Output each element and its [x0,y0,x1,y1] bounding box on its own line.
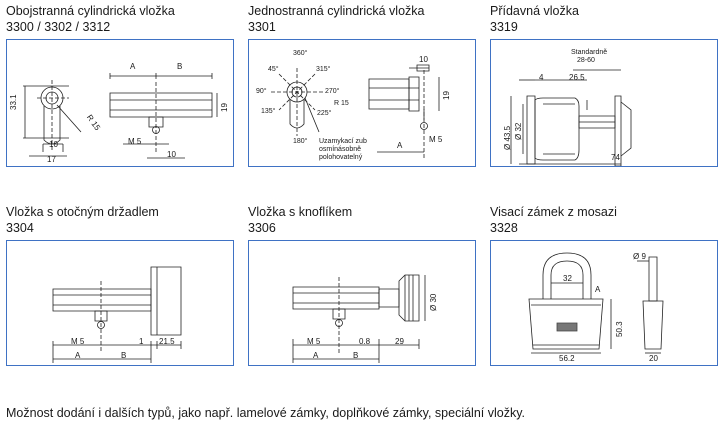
dim-side-height: 19 [220,103,229,112]
angle-45: 45° [268,66,279,73]
dim-a: A [130,62,136,71]
product-title: Obojstranná cylindrická vložka [6,4,175,18]
cylinder-drawing [249,40,476,167]
dim-range: 28-60 [577,57,595,64]
dim-handle: 21.5 [159,337,175,346]
dim-inner-diameter: Ø 32 [514,122,523,140]
dim-offset: 10 [167,150,176,159]
product-title: Vložka s otočným držadlem [6,205,159,219]
product-code: 3306 [248,221,276,235]
dim-diameter: Ø 30 [429,293,438,311]
angle-135: 135° [261,108,276,115]
dim-a: A [313,351,319,360]
dim-gap: 0.8 [359,337,371,346]
dim-a: A [397,141,403,150]
footer-note: Možnost dodání i dalších typů, jako např… [6,406,525,420]
angle-180: 180° [293,138,308,145]
dim-outer-diameter: Ø 43.5 [503,125,512,150]
dim-gap: 1 [139,337,144,346]
dim-body-width: 56.2 [559,354,575,363]
drawing-panel: Standardně 28-60 4 26.5 Ø 43.5 Ø 32 74 [490,39,718,167]
dim-shackle-width: 32 [563,274,572,283]
drawing-panel: 32 A 50.3 56.2 Ø 9 20 [490,240,718,366]
dim-flange: 4 [539,73,544,82]
product-title: Vložka s knoflíkem [248,205,353,219]
dim-body: 26.5 [569,73,585,82]
angle-315: 315° [316,66,331,73]
cylinder-drawing [249,241,476,366]
dim-width-top: 10 [49,140,58,149]
dim-width-bottom: 17 [47,155,56,164]
cylinder-drawing [7,40,234,167]
note-line-1: Uzamykací zub [319,138,367,145]
cylinder-drawing [7,241,234,366]
note-line-3: polohovatelný [319,154,363,161]
dim-thread: M 5 [128,137,142,146]
dim-shackle-diameter: Ø 9 [633,252,646,261]
dim-length: 74 [611,153,620,162]
product-code: 3300 / 3302 / 3312 [6,20,111,34]
dim-standard: Standardně [571,49,608,56]
product-code: 3301 [248,20,276,34]
product-code: 3328 [490,221,518,235]
angle-270: 270° [325,88,340,95]
dim-body-height: 50.3 [615,321,624,337]
dim-b: B [353,351,359,360]
angle-90: 90° [256,88,267,95]
drawing-panel: A B 33.1 R 15 10 17 M 5 10 19 [6,39,234,167]
cylinder-drawing [491,40,718,167]
drawing-panel: M 5 0.8 29 Ø 30 A B [248,240,476,366]
dim-width: 10 [419,55,428,64]
dim-height: 33.1 [9,94,18,110]
drawing-panel: 360° 45° 315° 90° 270° 135° 225° 180° R … [248,39,476,167]
dim-a: A [595,285,601,294]
dim-b: B [177,62,183,71]
dim-radius: R 15 [334,100,349,107]
product-title: Jednostranná cylindrická vložka [248,4,425,18]
product-title: Visací zámek z mosazi [490,205,617,219]
dim-a: A [75,351,81,360]
product-title: Přídavná vložka [490,4,579,18]
angle-225: 225° [317,110,332,117]
dim-thickness: 20 [649,354,658,363]
padlock-drawing [491,241,718,366]
product-code: 3304 [6,221,34,235]
note-line-2: osmínásobně [319,146,362,153]
dim-thread: M 5 [71,337,85,346]
angle-360: 360° [293,50,308,57]
dim-height: 19 [442,91,451,100]
dim-thread: M 5 [307,337,321,346]
dim-thread: M 5 [429,135,443,144]
drawing-panel: M 5 1 21.5 A B [6,240,234,366]
dim-knob: 29 [395,337,404,346]
dim-b: B [121,351,127,360]
product-code: 3319 [490,20,518,34]
